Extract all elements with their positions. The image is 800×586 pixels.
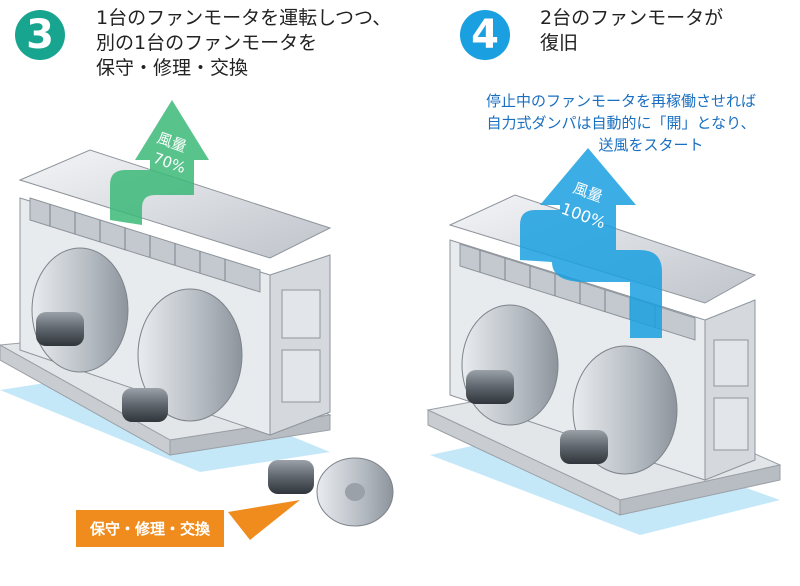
fan-unit-left (0, 149, 394, 527)
step-4-heading-line: 2台のファンモータが (540, 7, 724, 29)
airflow-arrow-70: 風量 70% (110, 100, 209, 225)
step-3-heading-line: 保守・修理・交換 (96, 57, 249, 79)
maintenance-callout: 保守・修理・交換 (76, 510, 225, 547)
step-4-note-line: 送風をスタート (598, 136, 704, 154)
step-3-heading-line: 1台のファンモータを運転しつつ、 (96, 7, 392, 29)
louver-band (29, 197, 261, 293)
step-4-note-line: 停止中のファンモータを再稼働させれば (486, 92, 757, 110)
removed-motor (268, 460, 314, 494)
motor (122, 388, 168, 422)
access-door (713, 339, 749, 387)
fan-wheel (31, 247, 129, 373)
step-4-note: 停止中のファンモータを再稼働させれば 自力式ダンパは自動的に「開」となり、 送風… (486, 90, 756, 156)
airflow-arrow-100: 風量 100% (520, 148, 662, 338)
box-right-face (704, 299, 756, 481)
step-4-note-line: 自力式ダンパは自動的に「開」となり、 (486, 114, 756, 132)
motor (560, 430, 608, 464)
access-door (281, 349, 321, 403)
removed-fan-hub (345, 483, 365, 501)
access-door (713, 397, 749, 451)
step-4-badge: 4 (460, 10, 510, 60)
box-right-face (269, 254, 331, 436)
motor (36, 312, 84, 346)
fan-wheel (137, 288, 243, 422)
fan-wheel (461, 304, 559, 426)
step-4-heading-line: 復旧 (540, 32, 579, 54)
callout-pointer (228, 500, 300, 540)
motor (466, 370, 514, 404)
box-top-face (18, 149, 332, 259)
step-3-heading: 1台のファンモータを運転しつつ、 別の1台のファンモータを 保守・修理・交換 (96, 6, 391, 81)
access-door (281, 289, 321, 339)
step-4-heading: 2台のファンモータが 復旧 (540, 6, 723, 56)
step-3-heading-line: 別の1台のファンモータを (96, 32, 318, 54)
base-frame-front (619, 464, 781, 516)
step-3-badge: 3 (15, 10, 65, 60)
